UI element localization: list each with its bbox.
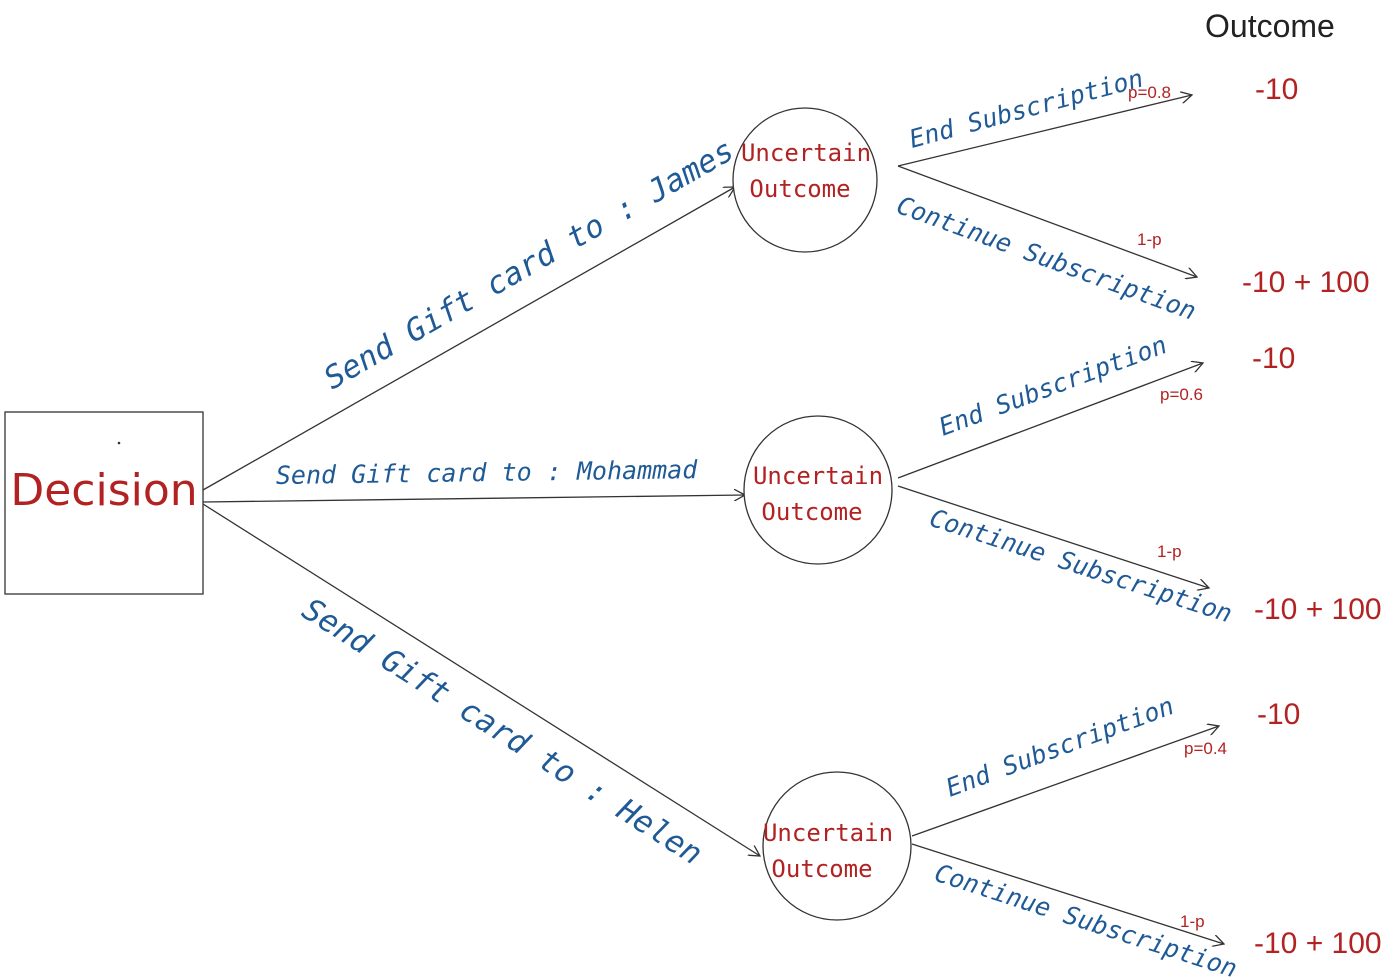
end-label-james: End Subscription xyxy=(906,63,1146,153)
decision-box xyxy=(4,411,204,595)
chance-node-james xyxy=(732,107,878,253)
chance-node-line2: Outcome xyxy=(761,498,862,526)
continue-label-mohammad: Continue Subscription xyxy=(926,503,1236,628)
end-edge-mohammad xyxy=(897,363,1203,479)
continue-value-james: -10 + 100 xyxy=(1242,266,1370,299)
continue-edge-mohammad xyxy=(897,485,1209,588)
continue-edge-james xyxy=(897,165,1197,277)
branch-label-mohammad: Send Gift card to : Mohammad xyxy=(276,455,699,490)
chance-node-line1: Uncertain xyxy=(753,462,883,490)
end-prob-james: p=0.8 xyxy=(1128,83,1171,102)
end-value-helen: -10 xyxy=(1257,698,1300,731)
branch-label-helen: Send Gift card to : Helen xyxy=(296,591,709,872)
continue-value-helen: -10 + 100 xyxy=(1254,927,1382,960)
continue-label-james: Continue Subscription xyxy=(893,190,1200,325)
chance-node-helen xyxy=(762,771,912,921)
outcome-heading: Outcome xyxy=(1205,8,1335,44)
decision-box-dot xyxy=(117,441,121,445)
continue-prob-mohammad: 1-p xyxy=(1157,542,1182,561)
decision-label: Decision xyxy=(10,465,197,516)
continue-edge-helen xyxy=(911,843,1224,944)
continue-prob-james: 1-p xyxy=(1137,230,1162,249)
end-value-james: -10 xyxy=(1255,73,1298,106)
end-edge-james xyxy=(897,95,1192,167)
branch-label-james: Send Gift card to : James xyxy=(318,132,740,396)
chance-node-line1: Uncertain xyxy=(741,139,871,167)
chance-node-line2: Outcome xyxy=(749,175,850,203)
continue-value-mohammad: -10 + 100 xyxy=(1254,593,1382,626)
branch-edge-mohammad xyxy=(202,495,745,503)
chance-node-mohammad xyxy=(743,415,893,565)
chance-node-line1: Uncertain xyxy=(763,819,893,847)
end-edge-helen xyxy=(911,726,1219,837)
end-label-mohammad: End Subscription xyxy=(935,330,1171,442)
branch-edge-helen xyxy=(202,503,760,856)
end-value-mohammad: -10 xyxy=(1252,342,1295,375)
chance-node-line2: Outcome xyxy=(771,855,872,883)
end-prob-helen: p=0.4 xyxy=(1184,739,1227,758)
end-label-helen: End Subscription xyxy=(942,691,1178,803)
end-prob-mohammad: p=0.6 xyxy=(1160,385,1203,404)
continue-prob-helen: 1-p xyxy=(1180,912,1205,931)
branch-edge-james xyxy=(202,187,735,491)
